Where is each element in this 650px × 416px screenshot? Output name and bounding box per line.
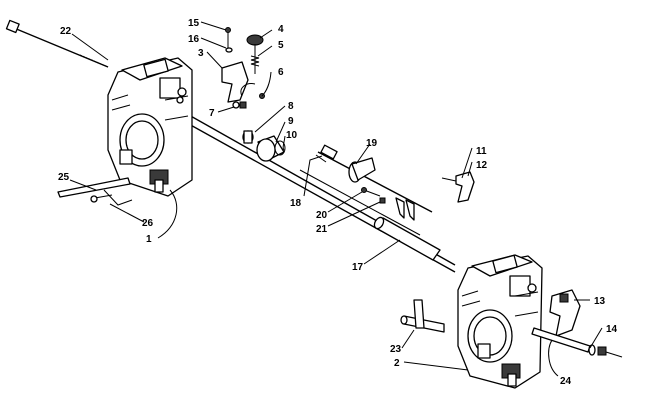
part-25-vent-hose — [57, 177, 131, 198]
part-20-screw — [361, 187, 381, 197]
part-23-fuel-tee — [400, 299, 445, 333]
callout-13: 13 — [594, 296, 606, 307]
callout-25: 25 — [58, 172, 70, 183]
part-10-seal — [274, 140, 286, 156]
callout-24: 24 — [560, 376, 572, 387]
part-1-left-carburetor — [107, 57, 193, 197]
part-12-bracket — [455, 171, 475, 203]
part-13-throttle-arm — [549, 289, 581, 337]
callout-21: 21 — [316, 224, 328, 235]
part-26-screw-clip — [90, 189, 133, 206]
part-24-vent-hose — [531, 327, 591, 353]
part-7-washer-screw — [232, 101, 247, 109]
callout-23: 23 — [390, 344, 402, 355]
part-18-screw — [315, 154, 327, 163]
callout-11: 11 — [476, 146, 487, 157]
callout-labels: 22 15 16 3 4 5 6 7 8 9 10 19 11 12 18 20… — [58, 18, 618, 387]
part-3-bracket — [221, 61, 249, 103]
callout-2: 2 — [394, 358, 400, 369]
callout-17: 17 — [352, 262, 364, 273]
part-19-throttle-pulley — [317, 144, 433, 213]
callout-9: 9 — [288, 116, 294, 127]
callout-26: 26 — [142, 218, 154, 229]
callout-1: 1 — [146, 234, 152, 245]
callout-6: 6 — [278, 67, 284, 78]
part-2-right-carburetor — [457, 254, 543, 389]
part-21-nut — [379, 197, 386, 204]
part-9-sleeve — [256, 135, 285, 162]
callout-14: 14 — [606, 324, 618, 335]
callout-15: 15 — [188, 18, 200, 29]
part-8-cap — [242, 130, 254, 144]
callout-3: 3 — [198, 48, 204, 59]
part-14-washer-nut — [588, 344, 623, 358]
callout-16: 16 — [188, 34, 200, 45]
part-17-tube — [373, 216, 441, 261]
part-6-clip — [240, 83, 265, 99]
callout-10: 10 — [286, 130, 298, 141]
callout-19: 19 — [366, 138, 378, 149]
callout-20: 20 — [316, 210, 328, 221]
part-4-adjust-knob — [246, 34, 264, 46]
part-11-screw — [441, 177, 457, 182]
part-22-long-screw — [5, 19, 109, 68]
callout-5: 5 — [278, 40, 284, 51]
part-16-washer — [225, 47, 233, 53]
callout-7: 7 — [209, 108, 215, 119]
callout-8: 8 — [288, 101, 294, 112]
leader-lines — [69, 21, 603, 377]
part-5-spring-screw — [250, 44, 260, 74]
callout-22: 22 — [60, 26, 72, 37]
callout-4: 4 — [278, 24, 284, 35]
linkage-forks — [395, 197, 415, 221]
callout-12: 12 — [476, 160, 488, 171]
callout-18: 18 — [290, 198, 302, 209]
